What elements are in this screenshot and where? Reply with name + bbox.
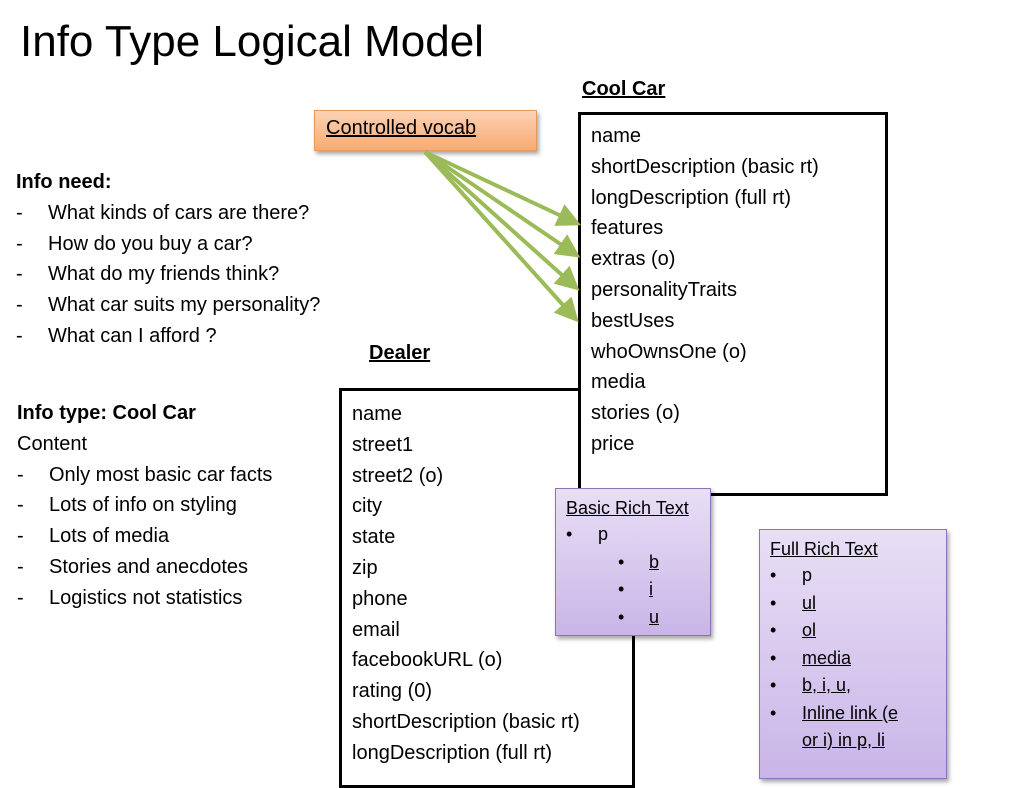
list-item: What do my friends think? <box>16 259 320 290</box>
list-item: How do you buy a car? <box>16 229 320 260</box>
basic-rich-text-subitem: u <box>649 606 660 627</box>
list-item: •b, i, u, <box>770 675 852 695</box>
list-item: Lots of info on styling <box>17 490 272 521</box>
full-rich-text-item: p <box>802 565 813 585</box>
full-rich-text-list: •p •ul •ol •media •b, i, u, •Inline link… <box>770 562 946 755</box>
cool-car-heading: Cool Car <box>582 78 666 100</box>
cool-car-field: personalityTraits <box>591 278 737 301</box>
full-rich-text-item: ul <box>802 592 817 613</box>
full-rich-text-title: Full Rich Text <box>770 539 878 559</box>
basic-rich-text-title: Basic Rich Text <box>566 498 689 518</box>
basic-rich-text-list: •p •b •i •u <box>566 521 710 631</box>
dealer-field: name <box>352 403 403 425</box>
page-title: Info Type Logical Model <box>20 17 484 66</box>
full-rich-text-item: Inline link (e <box>802 702 899 723</box>
dealer-field: email <box>352 618 400 641</box>
info-type-list: Only most basic car facts Lots of info o… <box>17 460 272 614</box>
cool-car-field: shortDescription (basic rt) <box>591 155 819 178</box>
list-item: or i) in p, li <box>770 727 946 755</box>
basic-rich-text-subitem: b <box>649 551 660 572</box>
dealer-field: street1 <box>352 433 414 456</box>
list-item: •p <box>566 524 609 544</box>
info-need-section: Info need: What kinds of cars are there?… <box>16 167 320 352</box>
cool-car-field-list: name shortDescription (basic rt) longDes… <box>591 121 885 460</box>
cool-car-field: longDescription (full rt) <box>591 186 792 209</box>
controlled-vocab-label: Controlled vocab <box>326 117 477 139</box>
arrow-to-extras <box>423 150 581 258</box>
dealer-field: longDescription (full rt) <box>352 741 553 764</box>
list-item: What kinds of cars are there? <box>16 198 320 229</box>
dealer-heading: Dealer <box>369 342 431 364</box>
full-rich-text-item: media <box>802 647 852 668</box>
full-rich-text-box: Full Rich Text •p •ul •ol •media •b, i, … <box>759 529 947 779</box>
list-item: What car suits my personality? <box>16 290 320 321</box>
cool-car-box: name shortDescription (basic rt) longDes… <box>578 112 888 496</box>
list-item: •Inline link (e <box>770 702 899 723</box>
list-item: Logistics not statistics <box>17 583 272 614</box>
cool-car-field: name <box>591 125 642 147</box>
arrow-to-best-uses <box>423 150 579 323</box>
cool-car-field: whoOwnsOne (o) <box>591 340 747 363</box>
basic-rich-text-box: Basic Rich Text •p •b •i •u <box>555 488 711 636</box>
basic-rich-text-item: p <box>598 524 609 544</box>
list-item: •i <box>618 579 653 599</box>
list-item: Only most basic car facts <box>17 460 272 491</box>
list-item: •p <box>770 565 813 585</box>
dealer-field: state <box>352 526 396 549</box>
dealer-field: phone <box>352 587 408 610</box>
dealer-field-list: name street1 street2 (o) city state zip … <box>352 399 632 769</box>
basic-rich-text-subitem: i <box>649 579 653 599</box>
info-need-list: What kinds of cars are there? How do you… <box>16 198 320 352</box>
list-item: •u <box>618 606 660 627</box>
dealer-field: rating (0) <box>352 680 433 703</box>
list-item: •ul <box>770 592 817 613</box>
info-type-section: Info type: Cool Car Content Only most ba… <box>17 398 272 614</box>
controlled-vocab-box: Controlled vocab <box>314 110 537 151</box>
full-rich-text-item: or i) in p, li <box>802 730 886 750</box>
cool-car-field: stories (o) <box>591 402 680 425</box>
cool-car-field: bestUses <box>591 309 675 332</box>
full-rich-text-item: ol <box>802 620 817 640</box>
list-item: Lots of media <box>17 521 272 552</box>
full-rich-text-item: b, i, u, <box>802 675 852 695</box>
info-type-heading: Info type: Cool Car <box>17 402 196 424</box>
list-item: •ol <box>770 620 817 640</box>
dealer-field: zip <box>352 556 378 579</box>
info-type-subheading: Content <box>17 432 88 455</box>
dealer-field: street2 (o) <box>352 464 444 487</box>
cool-car-field: extras (o) <box>591 248 676 271</box>
list-item: Stories and anecdotes <box>17 552 272 583</box>
info-need-heading: Info need: <box>16 171 112 193</box>
dealer-field: city <box>352 495 382 518</box>
arrow-to-personality-traits <box>423 150 580 291</box>
dealer-field: facebookURL (o) <box>352 649 503 672</box>
list-item: What can I afford ? <box>16 321 320 352</box>
cool-car-field: media <box>591 371 646 394</box>
arrow-to-features <box>424 150 582 226</box>
vocab-arrows <box>423 150 582 323</box>
list-item: •b <box>618 551 660 572</box>
cool-car-field: price <box>591 432 635 455</box>
dealer-field: shortDescription (basic rt) <box>352 710 580 733</box>
list-item: •media <box>770 647 852 668</box>
cool-car-field: features <box>591 217 664 240</box>
